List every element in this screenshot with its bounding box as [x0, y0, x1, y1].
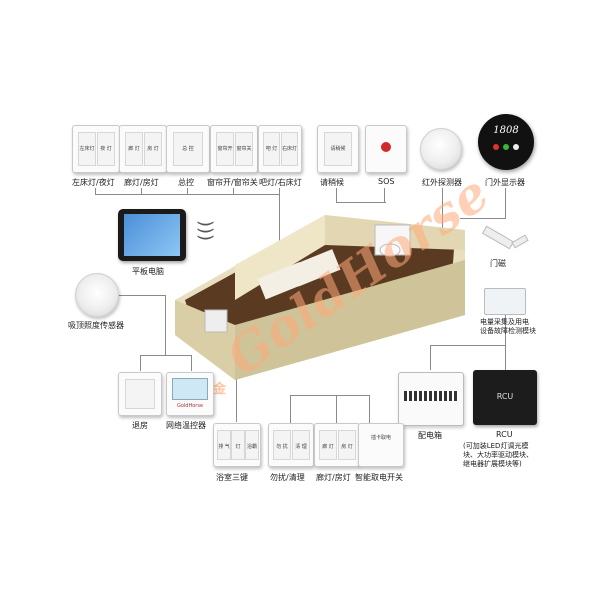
checkout-panel — [118, 372, 162, 416]
label-bar-bed: 吧灯/右床灯 — [259, 178, 302, 187]
dnd-panel: 勿 扰 清 理 — [268, 423, 314, 467]
label-corridor-bottom: 廊灯/房灯 — [316, 473, 351, 482]
connector-line — [505, 345, 506, 370]
label-checkout: 退房 — [132, 421, 148, 430]
connector-line — [118, 295, 166, 296]
label-ceiling-sensor: 吸顶照度传感器 — [68, 321, 124, 330]
switch-panel-bed-night: 左床灯 夜 灯 — [72, 125, 120, 173]
connector-line — [140, 355, 192, 356]
thermostat-panel: GoldHorse — [166, 372, 214, 416]
label-tablet: 平板电脑 — [132, 267, 164, 276]
door-display-icon: 1808 — [478, 114, 534, 170]
watermark-char: 金 — [213, 382, 227, 397]
label-dist-box: 配电箱 — [418, 431, 442, 440]
switch-panel-corridor-room: 廊 灯 房 灯 — [119, 125, 167, 173]
infrared-detector-icon — [420, 128, 462, 170]
label-door-magnet: 门磁 — [490, 259, 506, 268]
connector-line — [236, 372, 237, 422]
label-please-wait: 请稍候 — [320, 178, 344, 187]
sos-button-icon — [381, 142, 391, 152]
connector-line — [384, 188, 385, 202]
connector-line — [336, 188, 337, 202]
label-bath: 浴室三键 — [216, 473, 248, 482]
door-magnet-icon — [481, 225, 515, 250]
connector-line — [442, 188, 443, 228]
connector-line — [505, 188, 506, 218]
connector-line — [430, 345, 505, 346]
connector-line — [505, 313, 506, 346]
label-infrared: 红外探测器 — [422, 178, 462, 187]
connector-line — [369, 395, 370, 423]
rcu-box-icon: RCU — [473, 370, 537, 425]
switch-panel-master: 总 控 — [166, 125, 210, 173]
bath-switch-panel: 排 气 灯 浴霸 — [213, 423, 261, 467]
label-card-power: 智能取电开关 — [355, 473, 403, 482]
connector-line — [140, 355, 141, 371]
sos-panel — [365, 125, 407, 173]
switch-panel-curtain: 窗帘开 窗帘关 — [210, 125, 258, 173]
connector-line — [290, 395, 291, 423]
label-power-module: 电量采集及用电 设备故障检测模块 — [480, 318, 536, 335]
label-bed-night: 左床灯/夜灯 — [72, 178, 115, 187]
connector-line — [336, 202, 386, 203]
connector-line — [191, 355, 192, 371]
connector-line — [336, 395, 337, 423]
label-thermostat: 网络温控器 — [166, 421, 206, 430]
switch-panel-bar-bed: 吧 灯 右床灯 — [258, 125, 302, 173]
connector-line — [187, 188, 188, 195]
label-sos: SOS — [378, 177, 395, 186]
hotel-room-illustration — [175, 215, 465, 380]
label-door-display: 门外显示器 — [485, 178, 525, 187]
label-master: 总控 — [178, 178, 194, 187]
connector-line — [290, 395, 370, 396]
label-dnd: 勿扰/清理 — [270, 473, 305, 482]
connector-line — [430, 345, 431, 370]
connector-line — [165, 295, 166, 355]
card-power-panel: 插卡取电 — [358, 423, 404, 467]
label-rcu-note: (可加装LED灯调光模 块、大功率驱动模块、 继电器扩展模块等) — [463, 442, 533, 468]
connector-line — [95, 188, 96, 195]
switch-panel-please-wait: 请稍候 — [317, 125, 359, 173]
distribution-box-icon — [398, 372, 464, 426]
label-corridor-room: 廊灯/房灯 — [124, 178, 159, 187]
label-curtain: 窗帘开/窗帘关 — [207, 178, 258, 187]
tablet-icon — [118, 209, 186, 261]
connector-line — [279, 188, 280, 200]
connector-line — [141, 188, 142, 195]
connector-line — [460, 218, 506, 219]
power-module-icon — [484, 288, 526, 315]
corridor-room-panel: 廊 灯 房 灯 — [314, 423, 360, 467]
connector-line — [233, 188, 234, 195]
label-rcu: RCU — [496, 430, 513, 439]
ceiling-sensor-icon — [75, 273, 119, 317]
